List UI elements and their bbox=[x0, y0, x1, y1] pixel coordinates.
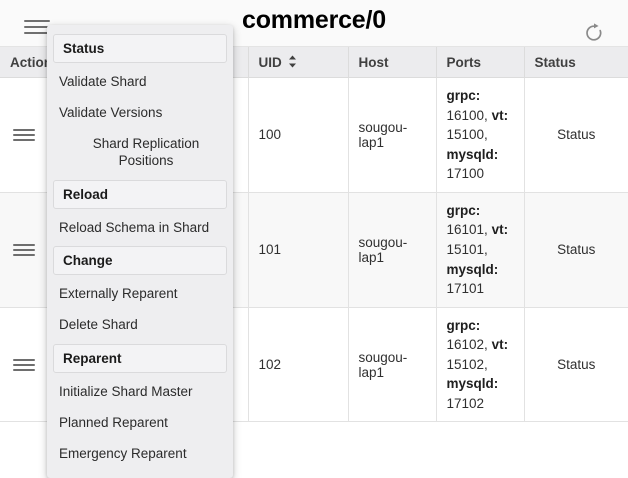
port-value-grpc: 16102, bbox=[446, 337, 488, 353]
sort-icon[interactable] bbox=[288, 55, 297, 71]
row-uid-cell: 101 bbox=[248, 192, 349, 308]
port-label-grpc: grpc: bbox=[446, 202, 481, 218]
column-header-action: Action bbox=[0, 47, 49, 78]
port-value-vt: 15101, bbox=[446, 241, 488, 257]
row-uid-cell: 102 bbox=[248, 307, 349, 423]
port-value-vt: 15100, bbox=[446, 127, 488, 143]
row-uid-cell: 100 bbox=[248, 77, 349, 193]
port-label-vt: vt: bbox=[491, 337, 509, 353]
row-action-cell[interactable] bbox=[0, 77, 49, 193]
row-action-cell[interactable] bbox=[0, 192, 49, 308]
menu-item-delete-shard[interactable]: Delete Shard bbox=[59, 317, 138, 333]
row-status-cell: Status bbox=[524, 307, 628, 423]
row-action-cell[interactable] bbox=[0, 307, 49, 423]
row-menu-bar bbox=[12, 133, 35, 136]
row-status-cell: Status bbox=[524, 77, 628, 193]
menu-item-validate-versions[interactable]: Validate Versions bbox=[59, 104, 163, 120]
menu-section-reparent: Reparent bbox=[53, 344, 227, 374]
port-value-grpc: 16101, bbox=[446, 222, 488, 238]
refresh-icon[interactable] bbox=[583, 22, 605, 44]
row-ports-cell: grpc: 16100, vt: 15100, mysqld: 17100 bbox=[436, 77, 525, 193]
row-menu-bar bbox=[12, 138, 35, 141]
hamburger-bar bbox=[24, 20, 50, 22]
port-label-grpc: grpc: bbox=[446, 317, 481, 333]
row-host-cell: sougou-lap1 bbox=[348, 77, 437, 193]
menu-item-validate-shard[interactable]: Validate Shard bbox=[59, 74, 147, 89]
row-menu-bar bbox=[12, 358, 35, 361]
menu-section-reload: Reload bbox=[53, 179, 227, 209]
port-value-mysqld: 17101 bbox=[446, 281, 485, 297]
port-label-vt: vt: bbox=[491, 222, 509, 238]
column-header-uid[interactable]: UID bbox=[248, 47, 349, 78]
row-menu-bar bbox=[12, 243, 35, 246]
port-value-grpc: 16100, bbox=[446, 107, 488, 123]
column-header-host: Host bbox=[348, 47, 437, 78]
row-menu-icon[interactable] bbox=[12, 128, 35, 141]
column-header-ports: Ports bbox=[436, 47, 525, 78]
port-label-mysqld: mysqld: bbox=[446, 146, 499, 162]
port-value-mysqld: 17100 bbox=[446, 166, 485, 182]
menu-item-externally-reparent[interactable]: Externally Reparent bbox=[59, 286, 178, 302]
port-value-vt: 15102, bbox=[446, 356, 488, 372]
hamburger-bar bbox=[24, 26, 50, 28]
row-menu-bar bbox=[12, 253, 35, 256]
port-label-mysqld: mysqld: bbox=[446, 376, 499, 392]
menu-item-reload-schema-in-shard[interactable]: Reload Schema in Shard bbox=[59, 219, 210, 235]
row-ports-cell: grpc: 16102, vt: 15102, mysqld: 17102 bbox=[436, 307, 525, 423]
port-label-mysqld: mysqld: bbox=[446, 261, 499, 277]
row-menu-bar bbox=[12, 363, 35, 366]
menu-item-emergency-reparent[interactable]: Emergency Reparent bbox=[59, 445, 187, 461]
page-title: commerce/0 bbox=[242, 6, 386, 34]
row-menu-bar bbox=[12, 368, 35, 371]
menu-item-shard-replication-positions[interactable]: Shard Replication Positions bbox=[92, 135, 200, 168]
row-menu-icon[interactable] bbox=[12, 243, 35, 256]
port-label-grpc: grpc: bbox=[446, 88, 481, 103]
row-menu-icon[interactable] bbox=[12, 358, 35, 371]
table-body: 100 sougou-lap1 grpc: 16100, vt: 15100, … bbox=[0, 77, 628, 423]
menu-section-change: Change bbox=[53, 246, 227, 276]
hamburger-icon[interactable] bbox=[24, 20, 50, 36]
shard-actions-menu: Status Validate Shard Validate Versions … bbox=[47, 25, 233, 478]
row-menu-bar bbox=[12, 248, 35, 251]
menu-section-status: Status bbox=[53, 34, 227, 63]
row-host-cell: sougou-lap1 bbox=[348, 192, 437, 308]
row-host-cell: sougou-lap1 bbox=[348, 307, 437, 423]
menu-item-planned-reparent[interactable]: Planned Reparent bbox=[59, 415, 168, 430]
row-ports-cell: grpc: 16101, vt: 15101, mysqld: 17101 bbox=[436, 192, 525, 308]
port-value-mysqld: 17102 bbox=[446, 395, 485, 411]
row-menu-bar bbox=[12, 128, 35, 131]
port-label-vt: vt: bbox=[491, 107, 509, 123]
hamburger-bar bbox=[24, 32, 50, 34]
column-header-status: Status bbox=[524, 47, 628, 78]
column-header-uid-label: UID bbox=[258, 55, 282, 70]
row-status-cell: Status bbox=[524, 192, 628, 308]
table-row: 101 sougou-lap1 grpc: 16101, vt: 15101, … bbox=[0, 192, 628, 308]
menu-item-initialize-shard-master[interactable]: Initialize Shard Master bbox=[59, 384, 193, 400]
